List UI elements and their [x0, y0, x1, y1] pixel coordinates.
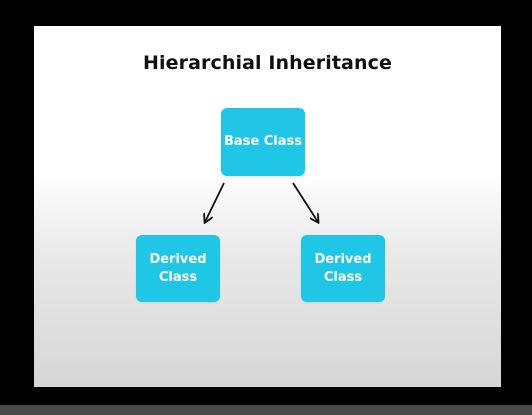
arrow-base-to-left — [205, 182, 225, 222]
derived-class-node-right: Derived Class — [301, 235, 385, 302]
arrow-base-to-right — [292, 182, 318, 222]
derived-class-node-left: Derived Class — [136, 235, 220, 302]
diagram-title: Hierarchial Inheritance — [143, 52, 392, 74]
player-bottom-strip — [0, 405, 532, 415]
inheritance-arrows — [34, 182, 501, 387]
base-class-node: Base Class — [221, 108, 305, 176]
diagram-slide: Hierarchial Inheritance Base Class Deriv… — [34, 26, 501, 387]
